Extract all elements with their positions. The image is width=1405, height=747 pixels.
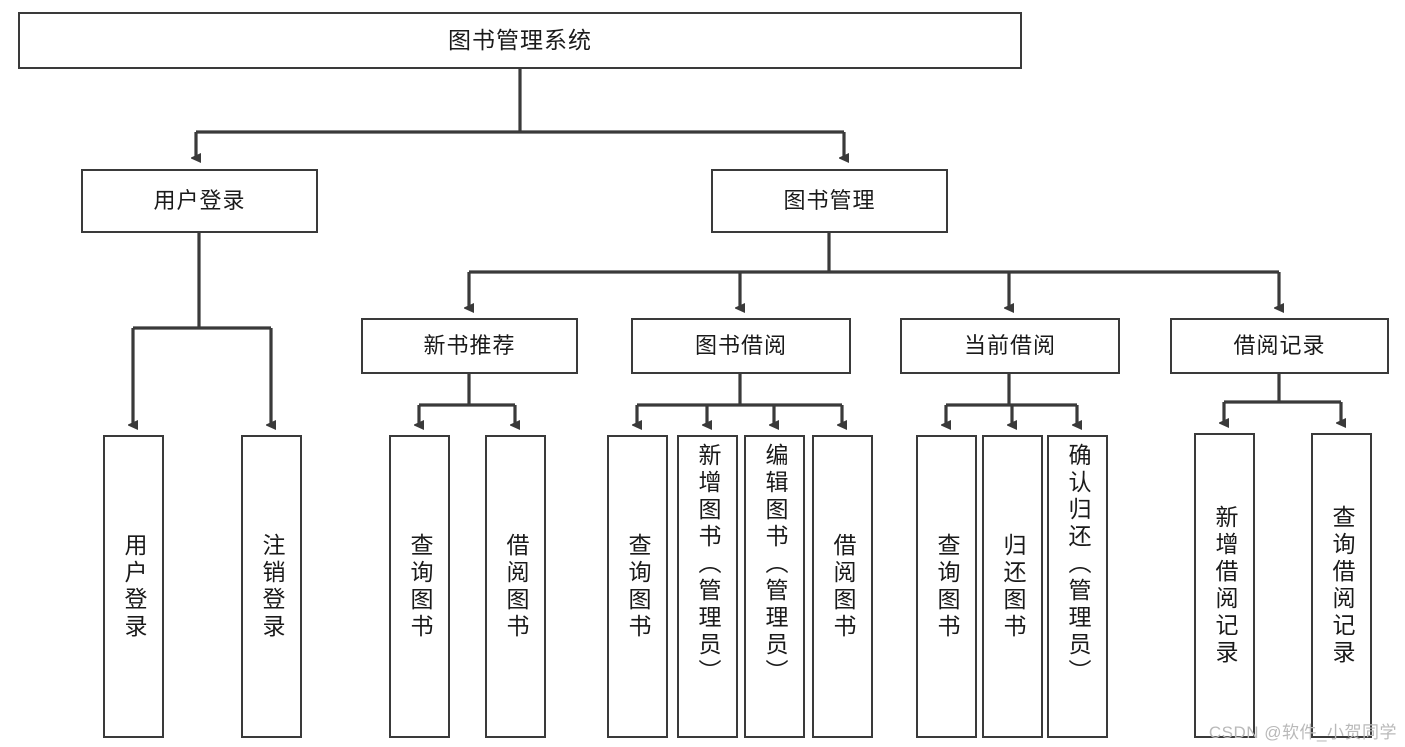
node-leaf-query-book-3[interactable]: 查询图书 <box>916 435 977 738</box>
node-book-manage[interactable]: 图书管理 <box>711 169 948 233</box>
node-root-label: 图书管理系统 <box>448 26 592 53</box>
node-leaf-add-book-label: 新增图书（管理员） <box>695 443 721 686</box>
node-leaf-borrow-book-1[interactable]: 借阅图书 <box>485 435 546 738</box>
node-leaf-borrow-book-2[interactable]: 借阅图书 <box>812 435 873 738</box>
node-book-borrow[interactable]: 图书借阅 <box>631 318 851 374</box>
node-leaf-query-book-2[interactable]: 查询图书 <box>607 435 668 738</box>
node-current-borrow-label: 当前借阅 <box>963 332 1056 358</box>
node-user-login[interactable]: 用户登录 <box>81 169 318 233</box>
node-leaf-confirm-return-label: 确认归还（管理员） <box>1065 443 1091 686</box>
node-new-book-recommend[interactable]: 新书推荐 <box>361 318 578 374</box>
node-leaf-user-logout[interactable]: 注销登录 <box>241 435 302 738</box>
node-leaf-add-record[interactable]: 新增借阅记录 <box>1194 433 1255 738</box>
node-leaf-query-record-label: 查询借阅记录 <box>1329 504 1355 667</box>
node-current-borrow[interactable]: 当前借阅 <box>900 318 1120 374</box>
node-book-manage-label: 图书管理 <box>783 187 876 213</box>
node-leaf-return-book-label: 归还图书 <box>1000 532 1026 641</box>
node-new-book-recommend-label: 新书推荐 <box>423 332 516 358</box>
node-leaf-borrow-book-1-label: 借阅图书 <box>503 532 529 641</box>
node-leaf-query-book-1-label: 查询图书 <box>407 532 433 641</box>
node-borrow-record[interactable]: 借阅记录 <box>1170 318 1389 374</box>
node-leaf-query-record[interactable]: 查询借阅记录 <box>1311 433 1372 738</box>
node-leaf-confirm-return[interactable]: 确认归还（管理员） <box>1047 435 1108 738</box>
node-leaf-edit-book-label: 编辑图书（管理员） <box>762 443 788 686</box>
node-leaf-user-logout-label: 注销登录 <box>259 532 285 641</box>
node-user-login-label: 用户登录 <box>153 187 246 213</box>
node-leaf-edit-book[interactable]: 编辑图书（管理员） <box>744 435 805 738</box>
node-book-borrow-label: 图书借阅 <box>694 332 787 358</box>
node-leaf-query-book-3-label: 查询图书 <box>934 532 960 641</box>
node-leaf-borrow-book-2-label: 借阅图书 <box>830 532 856 641</box>
node-leaf-user-login-label: 用户登录 <box>121 532 147 641</box>
node-leaf-user-login[interactable]: 用户登录 <box>103 435 164 738</box>
node-leaf-add-book[interactable]: 新增图书（管理员） <box>677 435 738 738</box>
node-leaf-query-book-1[interactable]: 查询图书 <box>389 435 450 738</box>
node-leaf-query-book-2-label: 查询图书 <box>625 532 651 641</box>
node-leaf-return-book[interactable]: 归还图书 <box>982 435 1043 738</box>
node-borrow-record-label: 借阅记录 <box>1233 332 1326 358</box>
node-root[interactable]: 图书管理系统 <box>18 12 1022 69</box>
node-leaf-add-record-label: 新增借阅记录 <box>1212 504 1238 667</box>
